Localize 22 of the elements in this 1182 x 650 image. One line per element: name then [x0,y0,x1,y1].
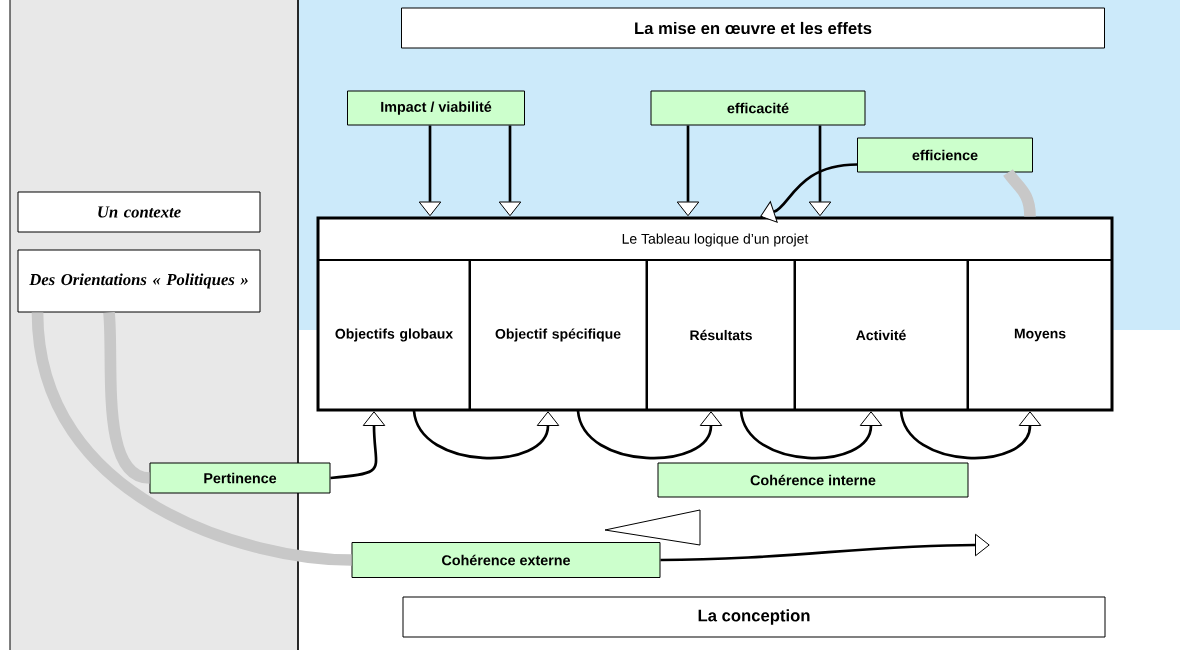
criterion-box: Impact / viabilité [347,90,525,126]
criterion-box: efficacité [650,90,866,126]
arrow [330,411,386,480]
arrow [660,533,990,562]
context-box: Des Orientations « Politiques » [17,249,261,313]
heading-box: La conception [402,596,1106,638]
table-cell: Objectif spécifique [468,259,648,411]
criterion-box: Cohérence externe [351,542,661,578]
heading-box: La mise en œuvre et les effets [401,7,1105,49]
context-box: Un contexte [17,191,261,233]
arrow [808,125,832,217]
criterion-box: Cohérence interne [657,462,969,498]
arrow [418,125,442,217]
criterion-box: efficience [857,137,1033,173]
arrow [760,163,858,223]
table-cell: Résultats [646,259,796,411]
table-cell: Moyens [967,259,1113,411]
arrow [498,125,522,217]
table-cell: Objectifs globaux [317,259,471,411]
table-cell: Activité [793,259,969,411]
arrow [676,125,700,217]
criterion-box: Pertinence [149,462,331,494]
